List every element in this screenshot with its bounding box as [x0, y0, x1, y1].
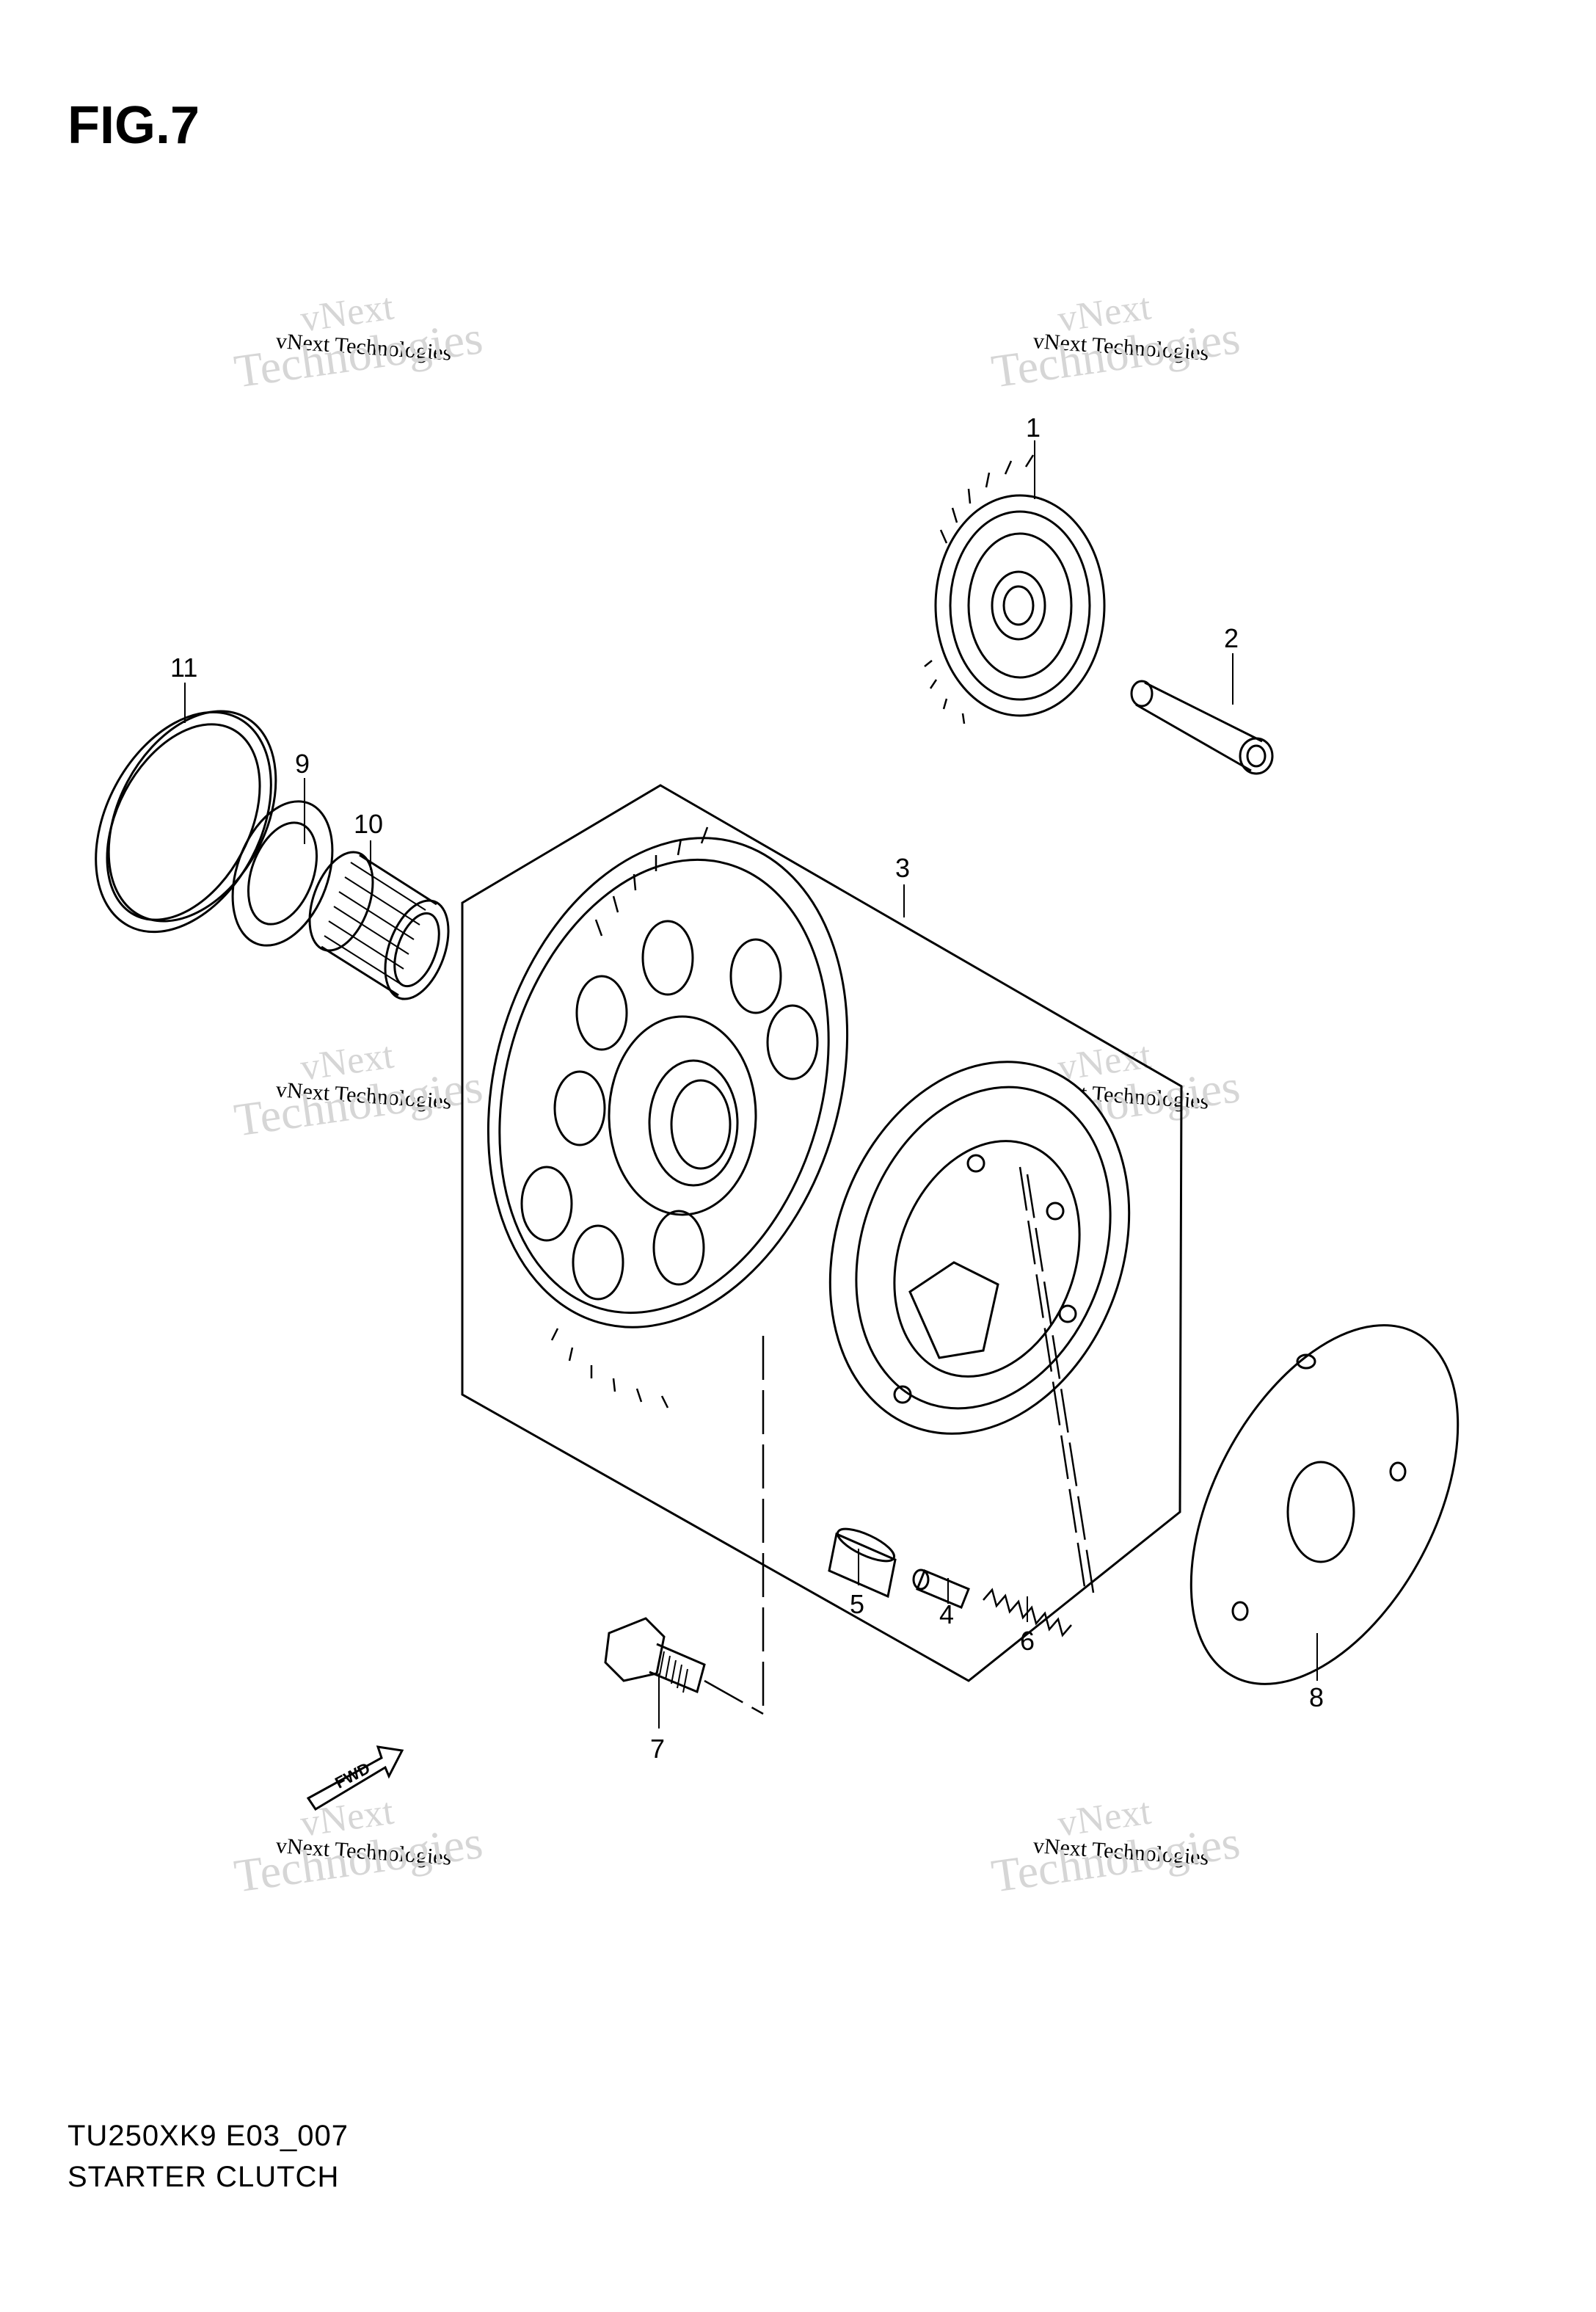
model-code: TU250XK9 E03_007	[68, 2120, 349, 2152]
part-seal-ring	[95, 710, 277, 934]
part-pin	[912, 1568, 970, 1609]
callout-5: 5	[850, 1589, 864, 1619]
callout-9: 9	[295, 749, 310, 779]
part-washer	[231, 800, 334, 947]
direction-arrow	[306, 1745, 404, 1811]
diagram-title: STARTER CLUTCH	[68, 2161, 340, 2193]
callout-3: 3	[895, 853, 910, 883]
part-roller	[828, 1527, 897, 1599]
leader-lines	[184, 440, 1318, 1728]
callout-4: 4	[939, 1599, 954, 1629]
callout-labels: 1 2 3 4 5 6 7 8 9 10 11 FWD	[170, 412, 1324, 1792]
figure-title: FIG.7	[68, 96, 200, 155]
assembly-outline	[461, 784, 1183, 1682]
callout-1: 1	[1026, 412, 1041, 443]
arrow-left-icon	[306, 1745, 404, 1811]
part-shaft	[1130, 680, 1274, 775]
callout-10: 10	[354, 809, 383, 839]
callout-11: 11	[170, 652, 197, 683]
alignment-lines	[704, 1166, 1095, 1715]
callout-6: 6	[1020, 1626, 1035, 1656]
callout-2: 2	[1224, 623, 1239, 653]
part-idle-gear	[924, 454, 1106, 724]
part-plate	[1189, 1324, 1460, 1685]
callout-8: 8	[1309, 1682, 1324, 1712]
callout-7: 7	[650, 1734, 665, 1764]
part-needle-bearing	[308, 851, 450, 1000]
part-driven-gear	[487, 826, 849, 1408]
part-bolt	[604, 1617, 706, 1694]
